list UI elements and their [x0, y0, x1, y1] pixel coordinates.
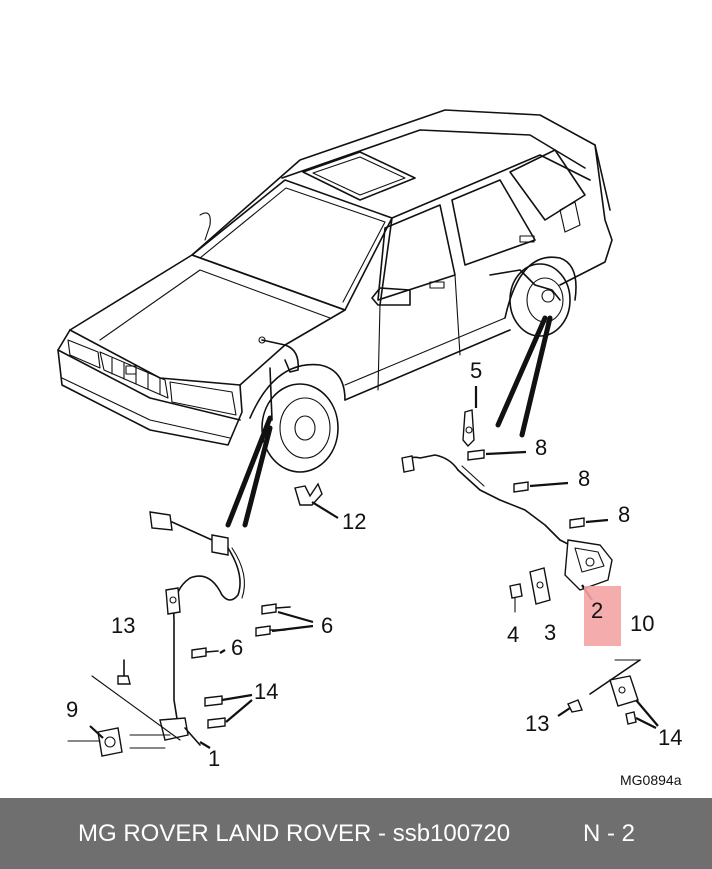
callout-12: 12: [342, 509, 366, 534]
callout-1: 1: [208, 746, 220, 771]
footer-bar: MG ROVER LAND ROVER - ssb100720 N - 2: [0, 798, 712, 869]
callout-14b: 14: [658, 725, 682, 750]
callout-8c: 8: [618, 502, 630, 527]
parts-diagram: 1 2 3 4 5 6 6 8 8 8 9 10 12 13 13 14 14 …: [57, 109, 682, 788]
callout-13b: 13: [525, 711, 549, 736]
reference-code: MG0894a: [620, 772, 682, 788]
callout-3: 3: [544, 620, 556, 645]
callout-9: 9: [66, 697, 78, 722]
callout-labels: 1 2 3 4 5 6 6 8 8 8 9 10 12 13 13 14 14 …: [66, 358, 682, 788]
callout-10: 10: [630, 611, 654, 636]
callout-5: 5: [470, 358, 482, 383]
callout-4: 4: [507, 622, 519, 647]
footer-brand-text: MG ROVER LAND ROVER - ssb100720: [78, 820, 511, 847]
callout-8a: 8: [535, 435, 547, 460]
callout-13a: 13: [111, 613, 135, 638]
callout-6a: 6: [321, 613, 333, 638]
callout-6b: 6: [231, 635, 243, 660]
callout-2: 2: [591, 598, 603, 623]
callout-8b: 8: [578, 466, 590, 491]
rear-sensor-assembly: [401, 386, 659, 729]
car-illustration: [57, 109, 613, 528]
highlight-box: [584, 586, 621, 646]
callout-14a: 14: [254, 679, 278, 704]
front-sensor-assembly: [67, 511, 314, 757]
bracket-12: [294, 482, 339, 519]
footer-page-number: N - 2: [583, 820, 636, 847]
